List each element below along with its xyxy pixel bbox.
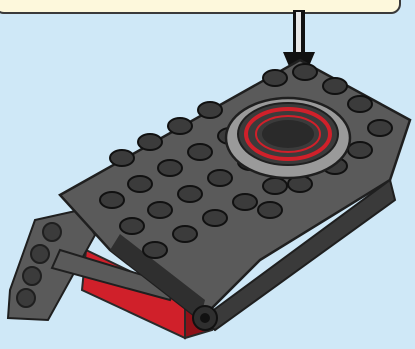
turntable-piece [226,98,350,178]
